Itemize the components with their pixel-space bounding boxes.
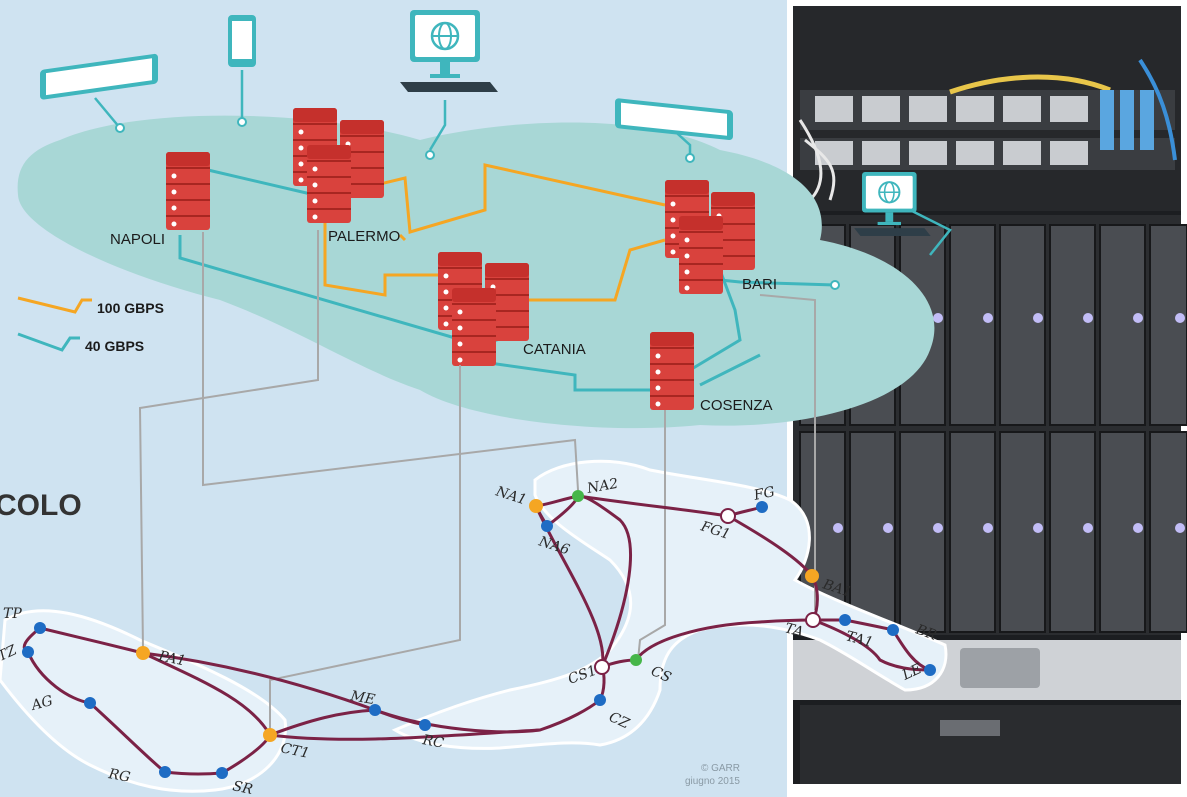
- node-me: [369, 704, 381, 716]
- node-ag: [84, 697, 96, 709]
- section-title: COLO: [0, 489, 82, 522]
- map-nodes: [22, 490, 936, 779]
- legend-100g-swatch: [17, 296, 92, 314]
- node-le: [924, 664, 936, 676]
- phone-icon: [228, 15, 256, 67]
- label-catania: CATANIA: [523, 341, 586, 358]
- label-rc: RC: [420, 732, 445, 752]
- node-cs1: [594, 659, 610, 675]
- node-ba1: [805, 569, 819, 583]
- label-bari: BARI: [742, 276, 777, 293]
- label-na1: NA1: [493, 483, 529, 508]
- node-rc: [419, 719, 431, 731]
- legend-40g-swatch: [17, 332, 80, 352]
- node-br: [887, 624, 899, 636]
- label-pa1: PA1: [156, 648, 187, 670]
- node-na2: [572, 490, 584, 502]
- label-ct1: CT1: [279, 740, 311, 762]
- device-ports: [115, 117, 840, 290]
- label-ta: TA: [783, 620, 805, 640]
- map-node-labels: TP TZ PA1 AG RG SR CT1 ME RC CZ CS1 CS N…: [0, 476, 939, 797]
- label-me: ME: [348, 688, 376, 708]
- legend-100g-label: 100 GBPS: [97, 300, 164, 316]
- legend-40g-label: 40 GBPS: [85, 338, 144, 354]
- label-sr: SR: [231, 778, 254, 797]
- node-fg: [756, 501, 768, 513]
- label-ta1: TA1: [844, 628, 875, 651]
- node-na6: [541, 520, 553, 532]
- node-na1: [529, 499, 543, 513]
- legend: 100 GBPS 40 GBPS: [17, 296, 164, 354]
- server-napoli-icon: [165, 151, 211, 231]
- node-cz: [594, 694, 606, 706]
- node-cs: [630, 654, 642, 666]
- node-tp: [34, 622, 46, 634]
- links-100g: [323, 163, 666, 302]
- credit-date: giugno 2015: [685, 776, 740, 787]
- node-tz: [22, 646, 34, 658]
- drop-lines: [138, 230, 816, 730]
- label-ag: AG: [28, 693, 55, 714]
- label-na2: NA2: [585, 476, 620, 497]
- node-rg: [159, 766, 171, 778]
- server-cosenza-icon: [649, 331, 695, 411]
- label-cosenza: COSENZA: [700, 397, 773, 414]
- tablet-left-icon: [40, 53, 158, 100]
- node-ta: [805, 612, 821, 628]
- node-sr: [216, 767, 228, 779]
- label-le: LE: [899, 661, 924, 684]
- node-pa1: [136, 646, 150, 660]
- label-napoli: NAPOLI: [110, 231, 165, 248]
- label-na6: NA6: [536, 533, 572, 558]
- credit-copyright: © GARR: [701, 763, 740, 774]
- italy-map: [0, 459, 948, 793]
- tablet-right-icon: [615, 98, 733, 141]
- label-palermo: PALERMO: [328, 228, 400, 245]
- desktop-computer-icon: [398, 8, 500, 94]
- node-ct1: [263, 728, 277, 742]
- label-rg: RG: [106, 766, 131, 786]
- label-cz: CZ: [606, 709, 632, 732]
- label-br: BR: [913, 621, 939, 644]
- label-cs: CS: [648, 663, 673, 686]
- node-fg1: [720, 508, 736, 524]
- label-tp: TP: [3, 606, 22, 622]
- node-ta1: [839, 614, 851, 626]
- label-fg: FG: [752, 484, 777, 504]
